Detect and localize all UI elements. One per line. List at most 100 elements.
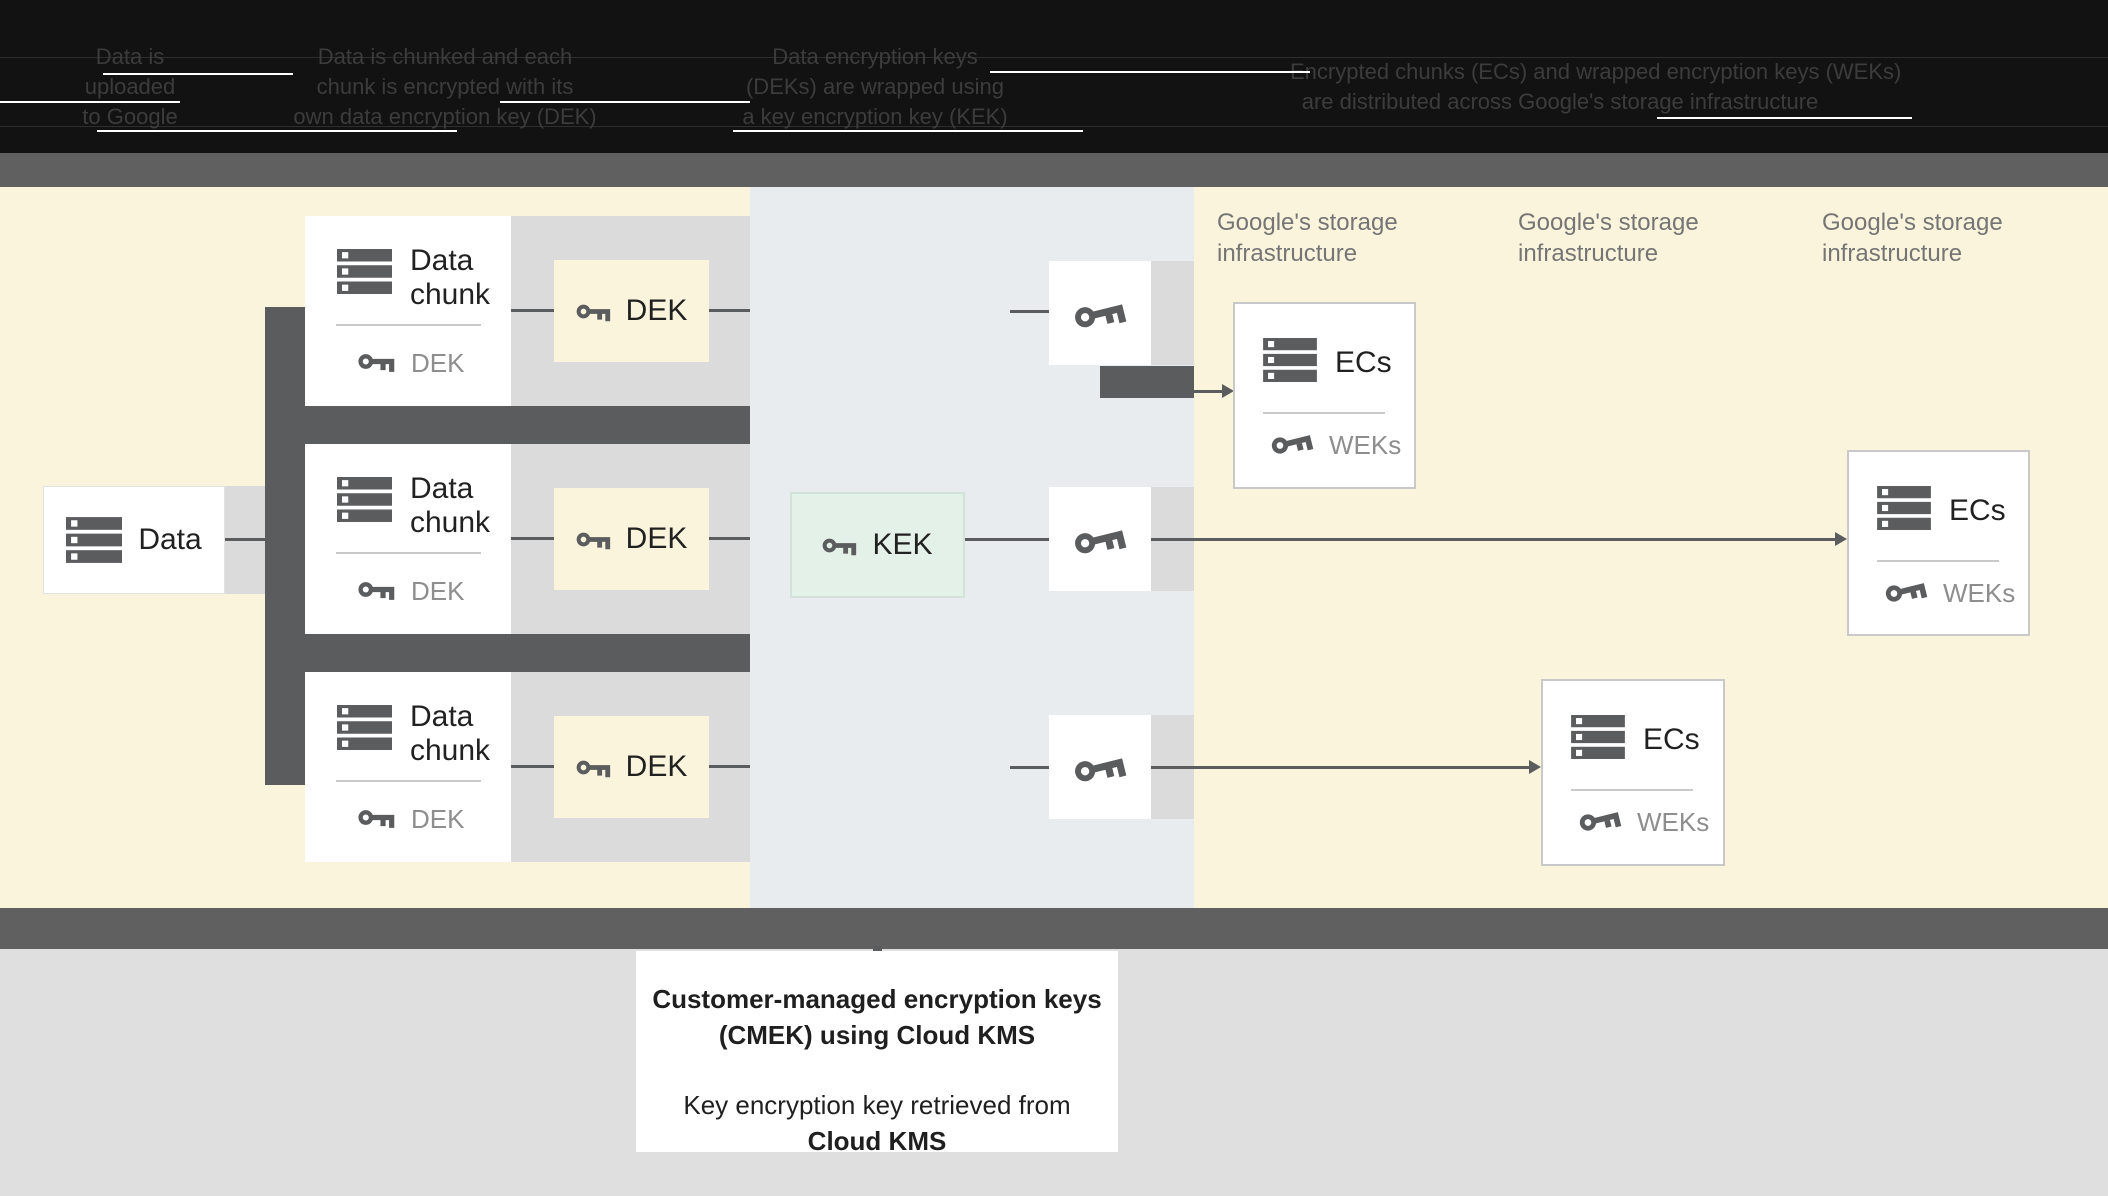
ecs-box-2: ECs WEKs bbox=[1847, 450, 2030, 636]
storage-label-line2: infrastructure bbox=[1518, 240, 1659, 267]
data-chunk-label-line1: Data bbox=[410, 700, 474, 733]
storage-label-line1: Google's storage bbox=[1518, 209, 1699, 236]
legend-step-3-line-1: Data encryption keys bbox=[772, 44, 978, 69]
diagram-panel: Data Data chunk DEK Data chunk DEK bbox=[0, 187, 2108, 908]
data-chunk-label-line2: chunk bbox=[410, 278, 491, 311]
key-icon bbox=[576, 760, 610, 777]
dek1-to-kms-line bbox=[709, 309, 750, 312]
cmek-body-line1: Key encryption key retrieved from bbox=[683, 1090, 1071, 1120]
arrow-line-to-ecs3 bbox=[1151, 766, 1530, 769]
storage-label-1: Google's storage infrastructure bbox=[1217, 207, 1398, 269]
wrapped-key-box-3 bbox=[1049, 715, 1151, 819]
data-chunk-label: Data chunk bbox=[410, 472, 490, 540]
data-chunk-server-icon bbox=[337, 705, 392, 750]
data-chunk-label-line2: chunk bbox=[410, 734, 491, 767]
legend-step-4-line-1: Encrypted chunks (ECs) and wrapped encry… bbox=[1290, 59, 1902, 84]
legend-step-3-line-3: a key encryption key (KEK) bbox=[742, 104, 1008, 129]
storage-label-2: Google's storage infrastructure bbox=[1518, 207, 1699, 269]
arrow-line-to-ecs2 bbox=[1151, 538, 1836, 541]
cmek-callout-card: Customer-managed encryption keys (CMEK) … bbox=[636, 951, 1118, 1156]
dek-key-icon bbox=[358, 582, 395, 600]
storage-label-line1: Google's storage bbox=[1217, 209, 1398, 236]
data-chunk-box-3: Data chunk DEK bbox=[305, 672, 511, 862]
weks-sublabel: WEKs bbox=[1637, 807, 1710, 837]
ecs-box-3: ECs WEKs bbox=[1541, 679, 1725, 866]
dek-key-icon bbox=[358, 810, 395, 828]
data-chunk-server-icon bbox=[337, 477, 392, 522]
dek-box-1: DEK bbox=[554, 260, 709, 362]
legend-underline bbox=[990, 71, 1310, 73]
legend-step-3: Data encryption keys (DEKs) are wrapped … bbox=[710, 42, 1040, 132]
legend-step-4-line-2: are distributed across Google's storage … bbox=[1301, 89, 1819, 114]
legend-step-1-line-3: to Google bbox=[82, 104, 178, 129]
arrowhead-ecs2 bbox=[1835, 532, 1847, 546]
legend-divider-line bbox=[0, 57, 2108, 58]
data-chunk-label-line1: Data bbox=[410, 244, 474, 277]
ecs-label: ECs bbox=[1949, 494, 2006, 527]
kms-to-wrapkey1-line bbox=[1010, 310, 1049, 313]
data-chunk-server-icon bbox=[337, 249, 392, 294]
data-chunk-label: Data chunk bbox=[410, 244, 490, 312]
legend-strip: Data is uploaded to Google Data is chunk… bbox=[0, 0, 2108, 153]
storage-label-line2: infrastructure bbox=[1822, 240, 1963, 267]
data-chunk-box-1: Data chunk DEK bbox=[305, 216, 511, 406]
storage-label-line2: infrastructure bbox=[1217, 240, 1358, 267]
kek-label: KEK bbox=[872, 528, 933, 561]
weks-key-icon bbox=[1270, 430, 1314, 459]
kms-to-wrapkey3-line bbox=[1010, 766, 1049, 769]
cmek-title-line2: (CMEK) using Cloud KMS bbox=[718, 1020, 1036, 1050]
chunk-dek-sublabel: DEK bbox=[411, 348, 465, 378]
storage-label-line1: Google's storage bbox=[1822, 209, 2003, 236]
legend-step-2-line-3: own data encryption key (DEK) bbox=[293, 104, 597, 129]
weks-key-icon bbox=[1884, 578, 1928, 607]
wrapped-dek-pipe bbox=[1100, 366, 1194, 398]
data-box: Data bbox=[43, 486, 225, 594]
legend-underline bbox=[1657, 117, 1912, 119]
ecs-server-icon bbox=[1571, 715, 1625, 759]
storage-label-3: Google's storage infrastructure bbox=[1822, 207, 2003, 269]
data-chunk-label-line2: chunk bbox=[410, 506, 491, 539]
legend-step-2: Data is chunked and each chunk is encryp… bbox=[280, 42, 610, 132]
chunk-dek-sublabel: DEK bbox=[411, 576, 465, 606]
data-chunk-box-2: Data chunk DEK bbox=[305, 444, 511, 634]
arrow-line-to-ecs1 bbox=[1194, 390, 1222, 393]
weks-sublabel: WEKs bbox=[1943, 578, 2016, 608]
chunk-box-divider bbox=[336, 552, 481, 554]
arrowhead-ecs1 bbox=[1222, 384, 1234, 398]
ecs-box-divider bbox=[1263, 412, 1385, 414]
dek-label: DEK bbox=[625, 750, 688, 783]
chunk-box-divider bbox=[336, 324, 481, 326]
dek2-to-kms-line bbox=[709, 537, 750, 540]
chunk-trunk-pipe bbox=[265, 307, 305, 785]
top-separator-bar bbox=[0, 153, 2108, 187]
ecs-box-divider bbox=[1877, 560, 1999, 562]
kek-to-wrapkey2-line bbox=[965, 538, 1049, 541]
ecs-label: ECs bbox=[1335, 346, 1392, 379]
wrapkey-strip-1 bbox=[1151, 261, 1194, 365]
key-icon bbox=[576, 304, 610, 321]
chunk-pipe-1 bbox=[265, 406, 750, 444]
chunk3-to-dek3-line bbox=[511, 765, 554, 768]
data-box-label: Data bbox=[138, 523, 202, 556]
dek-label: DEK bbox=[625, 294, 688, 327]
legend-step-4: Encrypted chunks (ECs) and wrapped encry… bbox=[1290, 57, 1902, 117]
ecs-box-1: ECs WEKs bbox=[1233, 302, 1416, 489]
arrowhead-ecs3 bbox=[1529, 760, 1541, 774]
dek-key-icon bbox=[358, 354, 395, 372]
cmek-body-line2: Cloud KMS bbox=[807, 1126, 947, 1156]
ecs-server-icon bbox=[1877, 486, 1931, 530]
wrapped-key-box-1 bbox=[1049, 261, 1151, 365]
legend-underline bbox=[0, 101, 180, 103]
data-chunk-label: Data chunk bbox=[410, 700, 490, 768]
weks-sublabel: WEKs bbox=[1329, 430, 1402, 460]
dek-label: DEK bbox=[625, 522, 688, 555]
legend-divider-line bbox=[0, 126, 2108, 127]
wrapped-key-box-2 bbox=[1049, 487, 1151, 591]
chunk2-to-dek2-line bbox=[511, 537, 554, 540]
legend-step-1-line-1: Data is bbox=[95, 44, 165, 69]
wrap-key-icon bbox=[1072, 523, 1127, 559]
ecs-box-divider bbox=[1571, 789, 1693, 791]
chunk-dek-sublabel: DEK bbox=[411, 804, 465, 834]
weks-key-icon bbox=[1578, 807, 1622, 836]
